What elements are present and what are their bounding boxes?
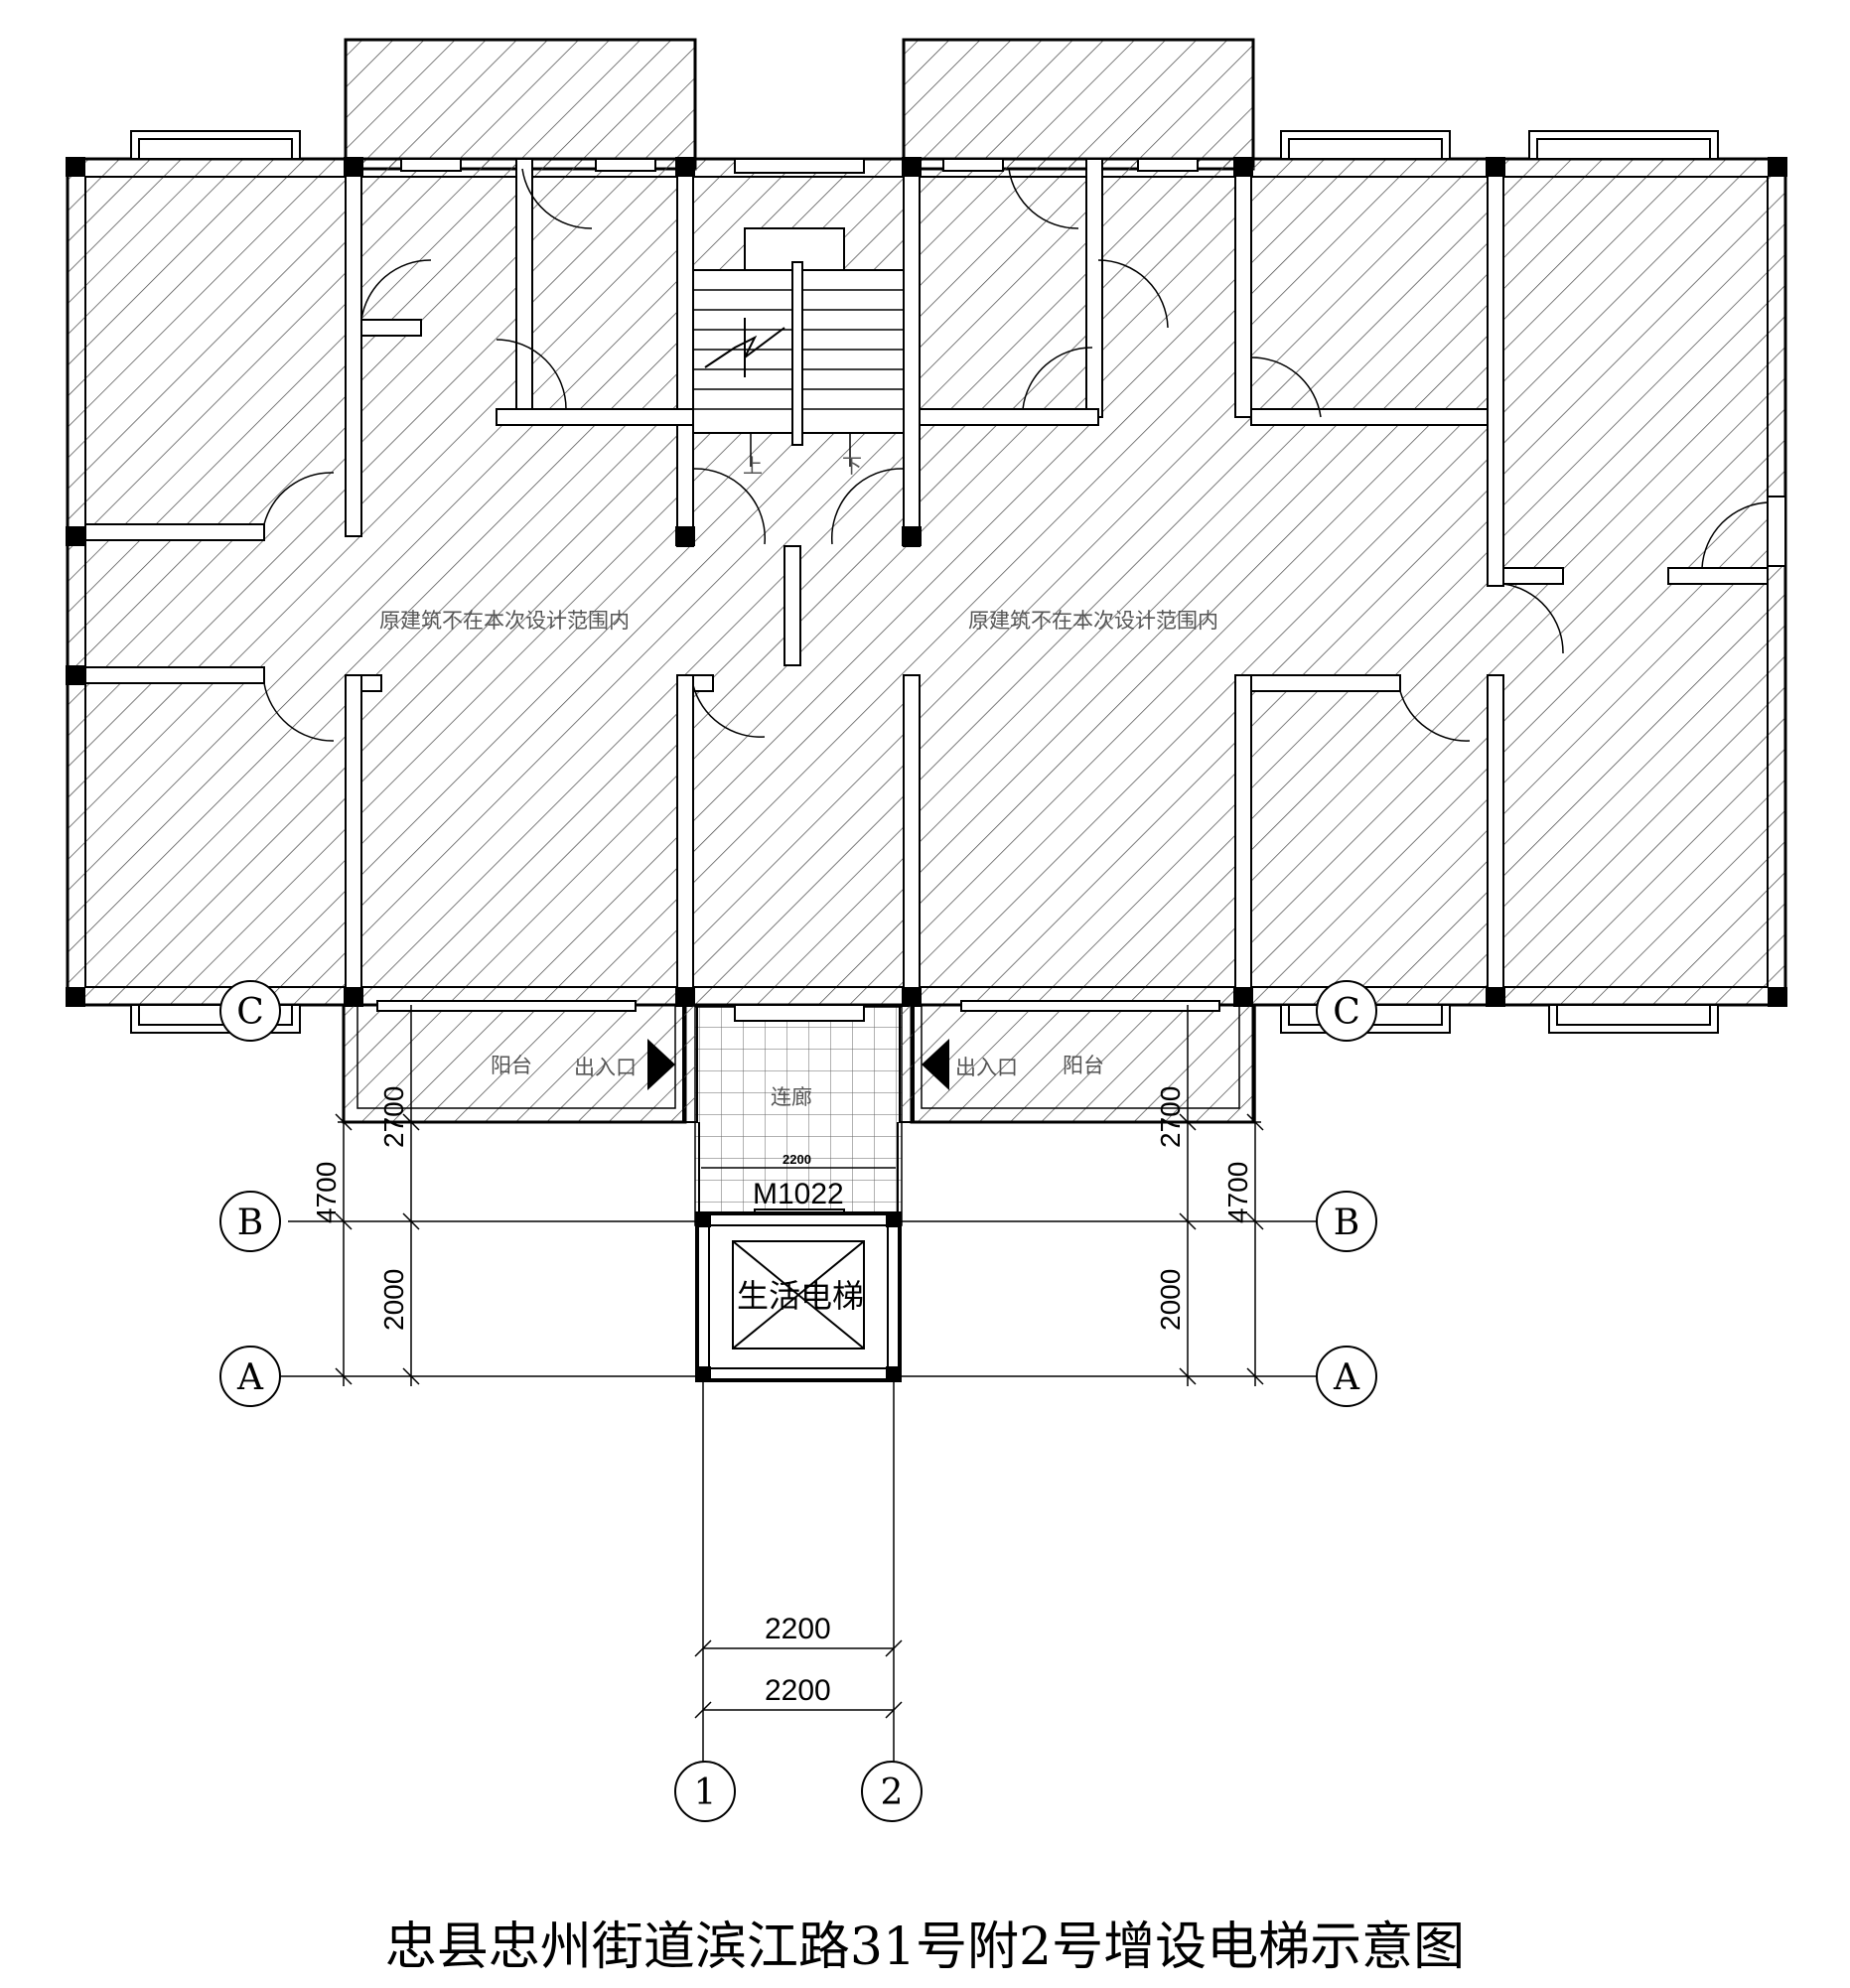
dim-left-lower: 2000 bbox=[378, 1269, 409, 1331]
entrance-right-arrow bbox=[922, 1039, 949, 1090]
balconies: 阳台 阳台 出入口 出入口 bbox=[342, 1000, 1255, 1124]
elevator-label: 生活电梯 bbox=[737, 1278, 864, 1314]
bottom-dim-2: 2200 bbox=[765, 1674, 831, 1707]
axis-c-left: C bbox=[236, 992, 264, 1033]
door-swings bbox=[263, 168, 1769, 742]
axis-a-right: A bbox=[1333, 1357, 1360, 1398]
axis-b-left: B bbox=[237, 1203, 263, 1243]
corridor-label: 连廊 bbox=[771, 1085, 812, 1109]
dim-left-total: 4700 bbox=[311, 1162, 342, 1223]
dim-right-upper: 2700 bbox=[1155, 1086, 1186, 1148]
dim-right-total: 4700 bbox=[1222, 1162, 1253, 1223]
stair: 上 下 bbox=[692, 227, 905, 478]
corridor-width-dim: 2200 bbox=[783, 1152, 811, 1167]
dim-left-upper: 2700 bbox=[378, 1086, 409, 1148]
axis-1: 1 bbox=[694, 1773, 717, 1813]
bottom-dim-1: 2200 bbox=[765, 1613, 831, 1645]
interior-walls bbox=[84, 158, 1769, 1004]
axis-bubbles: C C B B A A 1 2 bbox=[219, 980, 1377, 1822]
axis-2: 2 bbox=[881, 1773, 904, 1813]
axis-a-left: A bbox=[236, 1357, 264, 1398]
balcony-right-label: 阳台 bbox=[1063, 1054, 1104, 1077]
rear-bay-left bbox=[344, 38, 697, 171]
axis-c-right: C bbox=[1333, 992, 1360, 1033]
existing-building: 上 下 原建筑不在本次设计范围内 原建筑不在本次设计范围内 bbox=[66, 38, 1787, 1034]
existing-building-label-right: 原建筑不在本次设计范围内 bbox=[968, 609, 1218, 633]
balcony-right bbox=[910, 1003, 1255, 1124]
existing-building-label-left: 原建筑不在本次设计范围内 bbox=[379, 609, 630, 633]
drawing-title: 忠县忠州街道滨江路31号附2号增设电梯示意图 bbox=[384, 1917, 1466, 1977]
dim-right-lower: 2000 bbox=[1155, 1269, 1186, 1331]
rear-bay-right bbox=[902, 38, 1255, 171]
corridor: 连廊 2200 M1022 bbox=[682, 1004, 915, 1226]
dimension-lines bbox=[248, 1005, 1321, 1787]
columns bbox=[66, 157, 1787, 1007]
entrance-right-label: 出入口 bbox=[955, 1056, 1018, 1079]
balcony-left-label: 阳台 bbox=[491, 1054, 532, 1077]
stair-down-label: 下 bbox=[842, 454, 862, 478]
door-code: M1022 bbox=[753, 1178, 844, 1210]
elevator-shaft: 生活电梯 bbox=[695, 1211, 902, 1382]
axis-b-right: B bbox=[1334, 1203, 1359, 1243]
stair-up-label: 上 bbox=[743, 454, 763, 478]
entrance-left-label: 出入口 bbox=[574, 1056, 637, 1079]
entrance-left-arrow bbox=[647, 1039, 675, 1090]
